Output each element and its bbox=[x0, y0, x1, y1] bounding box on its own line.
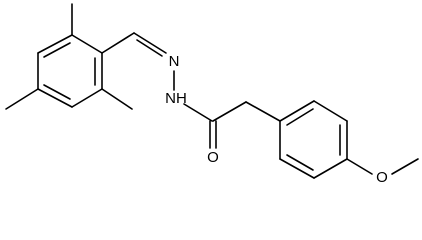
bond-ring2-double-a bbox=[286, 108, 314, 126]
structure-drawing: N NH O O bbox=[5, 3, 419, 186]
bond-ring1-double-c bbox=[43, 42, 71, 58]
bond-co-ch2 bbox=[212, 101, 247, 122]
anisyl-ring bbox=[279, 100, 348, 179]
bond-nh-co bbox=[183, 103, 213, 122]
methoxy-group bbox=[346, 158, 419, 175]
atom-label-n-imine: N bbox=[169, 53, 180, 70]
bond-ring-o bbox=[346, 158, 373, 175]
atom-label-nh-amide: NH bbox=[165, 90, 187, 107]
bond-ring1-c3-c4 bbox=[71, 88, 103, 108]
bond-ring2-c1-c2 bbox=[279, 100, 315, 122]
methyl-bottom bbox=[101, 88, 133, 110]
bond-o-methyl bbox=[391, 158, 419, 175]
bond-ring2-c4-c5 bbox=[313, 158, 348, 179]
bond-ring2-double-c bbox=[286, 154, 314, 171]
bond-ch-n-double-outer bbox=[133, 32, 167, 54]
bond-ch-n-double-inner bbox=[136, 39, 163, 57]
bond-ring1-double-b bbox=[43, 84, 71, 100]
atom-label-o-methoxy: O bbox=[376, 169, 388, 186]
bond-ring-to-ch bbox=[101, 32, 135, 54]
bond-ring1-c1-c2 bbox=[71, 34, 103, 54]
atom-label-o-carbonyl: O bbox=[207, 149, 219, 166]
bond-ring2-c5-c6 bbox=[279, 158, 315, 179]
imine-linker bbox=[101, 32, 167, 57]
methyl-left bbox=[5, 88, 39, 110]
bond-ch2-ring bbox=[245, 101, 281, 122]
methyl-groups bbox=[5, 3, 133, 110]
bond-ring2-c2-c3 bbox=[313, 100, 348, 122]
bond-ring1-c4-c5 bbox=[37, 88, 73, 108]
mesityl-ring bbox=[37, 34, 103, 108]
hydrazide-linker bbox=[173, 70, 281, 149]
bond-ring1-c6-c1 bbox=[37, 34, 73, 54]
